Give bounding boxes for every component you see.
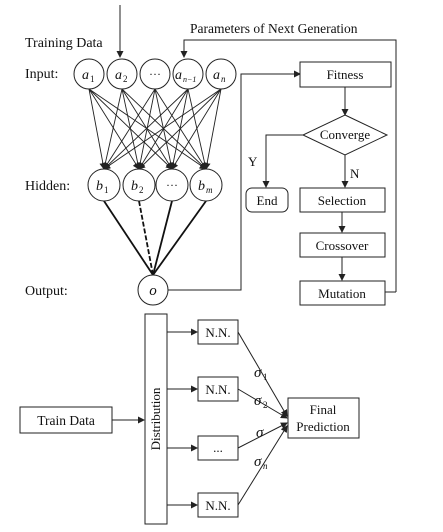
input-node-5: a n <box>205 58 237 90</box>
train-data-box <box>19 406 113 434</box>
selection-box <box>299 187 386 213</box>
weight-2: σ 2 <box>254 393 268 410</box>
input-hidden-edge <box>136 88 156 170</box>
input-hidden-edge <box>103 88 222 170</box>
nn-box-1-label: N.N. <box>205 325 230 340</box>
hidden-node-2-sub: 2 <box>139 185 144 195</box>
distribution-label: Distribution <box>148 387 163 450</box>
input-node-4-base: a <box>175 68 182 83</box>
output-node: o <box>137 274 169 306</box>
weight-3: σ <box>256 425 264 441</box>
input-node-2-sub: 2 <box>123 74 128 84</box>
hidden-output-edge <box>138 200 154 276</box>
hidden-output-edge <box>152 200 173 276</box>
hidden-node-1-sub: 1 <box>104 185 109 195</box>
output-node-label: o <box>149 283 157 299</box>
input-node-5-sub: n <box>221 74 226 84</box>
input-node-1: a 1 <box>73 58 105 90</box>
end-box <box>245 187 289 213</box>
input-hidden-edge <box>103 88 189 170</box>
hidden-node-2: b 2 <box>122 168 156 202</box>
nn-4-to-final-arrow <box>237 425 288 506</box>
input-node-2: a 2 <box>106 58 138 90</box>
fitness-label: Fitness <box>327 67 364 82</box>
weight-4: σ n <box>254 454 268 471</box>
hidden-output-connections <box>103 200 207 276</box>
ensemble-diagram: Train Data Distribution N.N. N.N. ... N.… <box>19 313 360 525</box>
input-node-4-sub: n−1 <box>183 75 196 84</box>
input-node-1-base: a <box>82 68 89 83</box>
nn-box-2-label: N.N. <box>205 382 230 397</box>
nn-2-to-final-arrow <box>237 388 288 419</box>
end-label: End <box>257 193 278 208</box>
input-hidden-edge <box>121 88 142 170</box>
hidden-node-4: b m <box>189 168 223 202</box>
crossover-box <box>299 232 386 258</box>
input-layer-label: Input: <box>25 67 58 82</box>
weight-3-base: σ <box>256 425 264 441</box>
ga-flowchart: Fitness Converge Y End N Selection Cross… <box>245 61 396 306</box>
hidden-layer-label: Hidden: <box>25 179 70 194</box>
input-hidden-edge <box>203 88 222 170</box>
hidden-node-1-base: b <box>96 179 103 194</box>
nn-1-to-final-arrow <box>237 331 288 417</box>
input-hidden-edge <box>88 88 140 170</box>
input-hidden-connections <box>88 88 222 170</box>
weight-1-sub: 1 <box>263 372 268 382</box>
hidden-output-edge <box>103 200 154 276</box>
nn-box-1 <box>197 319 239 345</box>
hidden-node-3: ··· <box>155 168 189 202</box>
mutation-box <box>299 280 386 306</box>
fitness-box <box>299 61 392 88</box>
hidden-node-2-base: b <box>131 179 138 194</box>
mutation-label: Mutation <box>318 286 366 301</box>
input-node-1-sub: 1 <box>90 74 95 84</box>
output-to-fitness-arrow <box>168 70 301 291</box>
hidden-node-4-sub: m <box>206 185 213 195</box>
input-node-3-base: ··· <box>149 67 161 81</box>
weight-4-sub: n <box>263 461 268 471</box>
nn-3-to-final-arrow <box>237 422 288 449</box>
params-feedback-arrow <box>180 39 397 292</box>
final-prediction-line2: Prediction <box>296 419 350 434</box>
final-prediction-box <box>287 397 360 439</box>
nn-box-4 <box>197 492 239 518</box>
weight-2-base: σ <box>254 393 262 409</box>
output-layer-label: Output: <box>25 284 68 299</box>
params-next-gen-label: Parameters of Next Generation <box>190 21 358 36</box>
nn-box-3-label: ... <box>213 440 223 455</box>
converge-label: Converge <box>320 127 371 142</box>
no-label: N <box>350 166 360 181</box>
final-prediction-line1: Final <box>310 402 337 417</box>
input-node-4: a n−1 <box>172 58 204 90</box>
hidden-node-4-base: b <box>198 179 205 194</box>
selection-label: Selection <box>318 193 367 208</box>
input-hidden-edge <box>138 88 222 170</box>
input-node-3: ··· <box>139 58 171 90</box>
nn-box-4-label: N.N. <box>205 498 230 513</box>
distribution-box <box>144 313 168 525</box>
input-hidden-edge <box>88 88 107 170</box>
neural-network: Training Data Input: Hidden: Output: a 1… <box>25 5 397 306</box>
nn-box-3 <box>197 435 239 461</box>
hidden-node-3-base: ··· <box>166 178 178 192</box>
weight-1: σ 1 <box>254 365 268 382</box>
input-hidden-edge <box>138 88 189 170</box>
hidden-output-edge <box>152 200 207 276</box>
converge-yes-arrow <box>262 134 303 188</box>
input-hidden-edge <box>101 88 123 170</box>
hidden-node-1: b 1 <box>87 168 121 202</box>
input-hidden-edge <box>171 88 222 170</box>
input-hidden-edge <box>103 88 156 170</box>
weight-1-base: σ <box>254 365 262 381</box>
train-data-label: Train Data <box>37 413 95 428</box>
input-node-2-base: a <box>115 68 122 83</box>
input-node-5-base: a <box>213 68 220 83</box>
weight-2-sub: 2 <box>263 400 268 410</box>
training-data-label: Training Data <box>25 36 103 51</box>
weight-4-base: σ <box>254 454 262 470</box>
yes-label: Y <box>248 154 258 169</box>
crossover-label: Crossover <box>316 238 369 253</box>
